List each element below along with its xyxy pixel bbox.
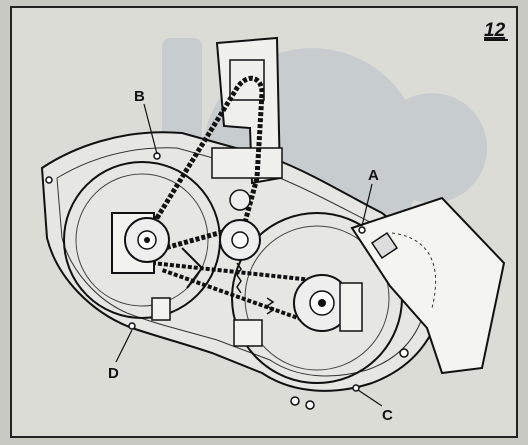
label-c: C <box>382 407 393 424</box>
discharge-chute <box>350 196 506 375</box>
right-pulley <box>293 274 363 332</box>
label-a: A <box>368 167 379 184</box>
upper-bracket <box>211 36 283 185</box>
label-b: B <box>134 88 145 105</box>
tension-spring <box>151 247 275 347</box>
label-d: D <box>108 365 119 382</box>
mower-deck-diagram: B A C D 12 <box>40 20 508 424</box>
deck-inner-rim <box>56 147 428 377</box>
callout-leaders <box>115 103 383 407</box>
mounting-holes <box>45 152 409 410</box>
idler-pulley <box>219 189 261 261</box>
figure-frame: B A C D 12 <box>10 6 518 438</box>
figure-number: 12 <box>484 20 506 41</box>
left-pulley <box>111 212 170 274</box>
